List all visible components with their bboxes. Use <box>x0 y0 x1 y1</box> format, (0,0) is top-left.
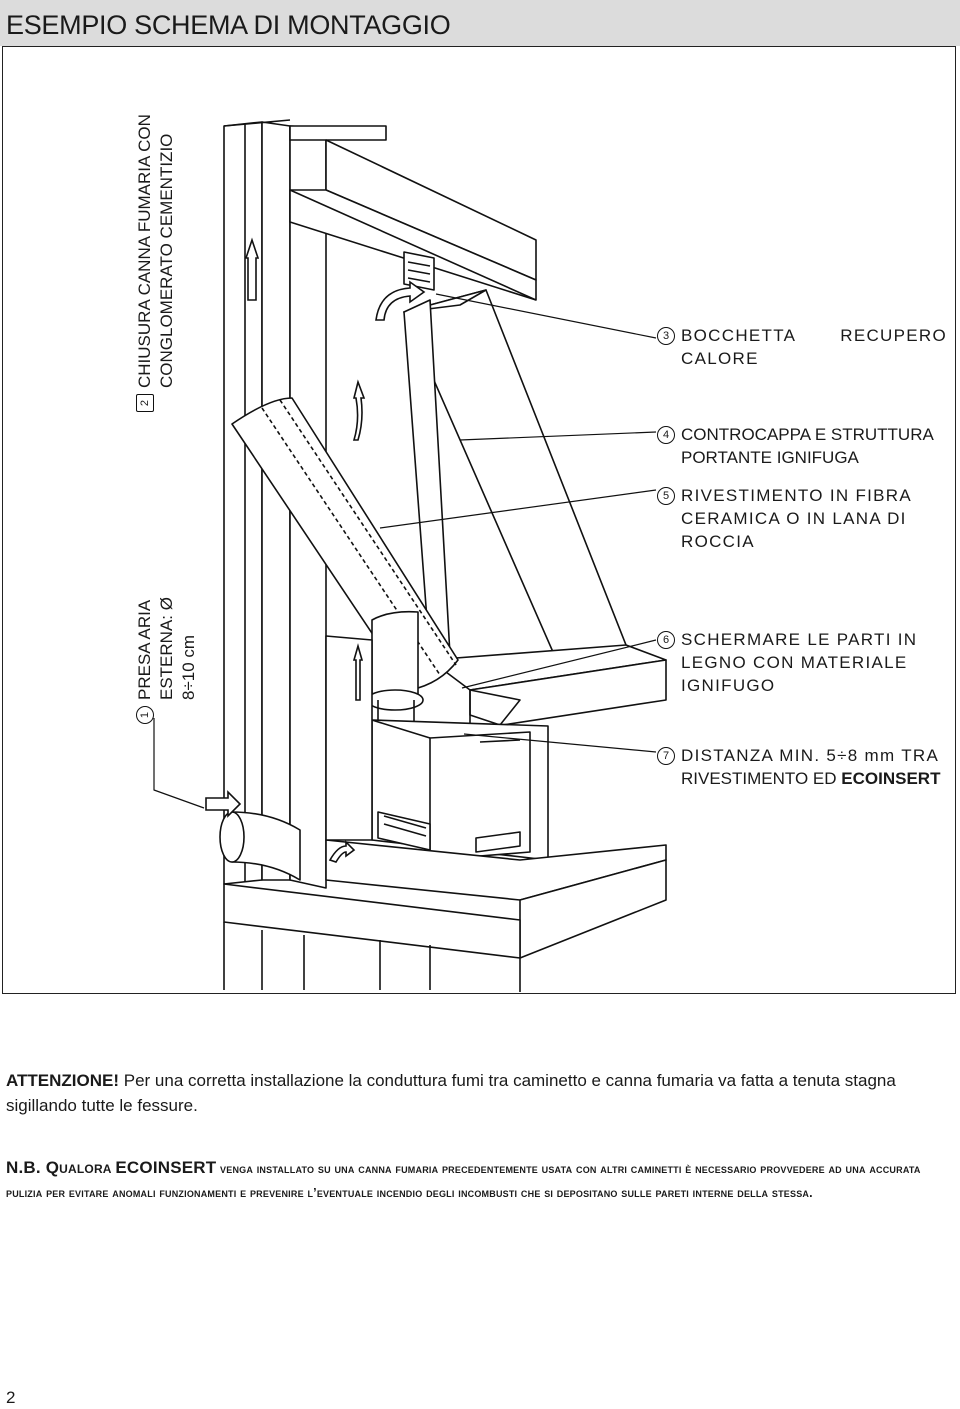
air-intake-pipe <box>219 811 301 881</box>
page-number: 2 <box>6 1388 16 1407</box>
warm-air-arrow-icon <box>375 280 426 321</box>
installation-diagram <box>153 119 667 992</box>
warning-title: ATTENZIONE! <box>6 1071 120 1090</box>
label-5-number: 5 <box>657 487 675 505</box>
diagram-frame <box>2 46 956 994</box>
flue-up-arrow-icon <box>244 237 260 301</box>
ceiling-beam <box>289 125 537 301</box>
mantel-shelf <box>429 644 667 731</box>
side-wall-panel <box>325 635 373 841</box>
counter-hood <box>403 289 627 669</box>
label-1-air-intake: 1PRESA ARIA ESTERNA: Ø 8÷10 cm <box>134 597 200 724</box>
flue-pipe <box>231 397 459 745</box>
ecoinsert-firebox <box>371 719 549 861</box>
note-paragraph: N.B. Qualora ECOINSERT venga installato … <box>6 1156 956 1205</box>
note-text: venga installato su una canna fumaria pr… <box>6 1162 921 1200</box>
hearth-base <box>223 839 667 992</box>
label-2-flue-closure: 2CHIUSURA CANNA FUMARIA CON CONGLOMERATO… <box>134 114 178 412</box>
note-brand: ECOINSERT <box>115 1158 217 1177</box>
label-7-number: 7 <box>657 747 675 765</box>
label-6-number: 6 <box>657 631 675 649</box>
note-prefix: N.B. Qualora <box>6 1158 112 1177</box>
warning-paragraph: ATTENZIONE! Per una corretta installazio… <box>6 1068 956 1118</box>
heat-recovery-vent <box>403 251 435 291</box>
page-header: ESEMPIO SCHEMA DI MONTAGGIO <box>0 0 960 46</box>
callout-leader-lines <box>153 293 657 809</box>
convection-arrow-icon <box>352 379 366 441</box>
label-1-number: 1 <box>136 706 154 724</box>
page-title: ESEMPIO SCHEMA DI MONTAGGIO <box>6 10 451 40</box>
air-intake-arrow-icon <box>205 790 242 818</box>
label-2-number: 2 <box>136 394 154 412</box>
label-3-number: 3 <box>657 327 675 345</box>
warning-text: Per una corretta installazione la condut… <box>6 1071 896 1115</box>
label-4-number: 4 <box>657 426 675 444</box>
inlet-hook-arrow-icon <box>328 840 356 863</box>
cold-air-up-arrow-icon <box>352 643 364 701</box>
